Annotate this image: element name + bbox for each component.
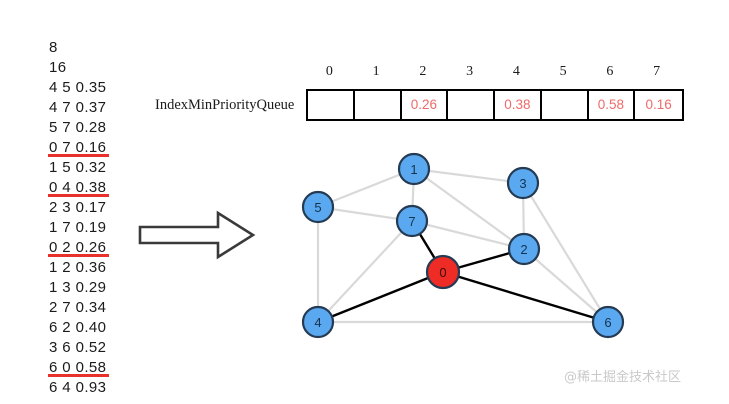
- graph-edge-3-6: [521, 181, 610, 324]
- edge-list-line: 5 7 0.28: [49, 118, 154, 138]
- edge-list-line: 2 3 0.17: [49, 198, 154, 218]
- priority-queue-index-3: 3: [466, 64, 474, 79]
- graph-node-0[interactable]: 0: [425, 254, 461, 290]
- graph-node-circle-0[interactable]: [425, 254, 461, 290]
- graph-node-4[interactable]: 4: [301, 305, 335, 339]
- graph-node-circle-2[interactable]: [507, 232, 541, 266]
- edge-list-line: 6 0 0.58: [48, 358, 154, 378]
- edge-list-line-text: 0 7 0.16: [49, 139, 107, 156]
- edge-list-line: 1 7 0.19: [49, 218, 154, 238]
- edge-list-line: 8: [49, 38, 154, 58]
- edge-list-line-text: 6 2 0.40: [49, 319, 107, 336]
- edge-list-line: 0 2 0.26: [48, 238, 154, 258]
- graph-node-circle-6[interactable]: [591, 305, 625, 339]
- edge-list-line-text: 4 5 0.35: [49, 79, 107, 96]
- edge-highlight-underline: [48, 194, 110, 197]
- edge-list-line-text: 6 4 0.93: [49, 379, 107, 396]
- edge-list-line: 0 7 0.16: [48, 138, 154, 158]
- edge-highlight-underline: [48, 374, 110, 377]
- graph-node-label-4: 4: [314, 315, 321, 330]
- edge-list-line-text: 1 5 0.32: [49, 159, 107, 176]
- graph-node-2[interactable]: 2: [507, 232, 541, 266]
- graph-node-label-2: 2: [520, 242, 527, 257]
- flow-arrow: [138, 209, 256, 266]
- edge-list-line: 2 7 0.34: [49, 298, 154, 318]
- edge-list-line-text: 3 6 0.52: [49, 339, 107, 356]
- priority-queue-index-0: 0: [325, 64, 333, 79]
- graph-edge-4-7: [316, 219, 414, 324]
- edge-list-line-text: 1 7 0.19: [49, 219, 107, 236]
- edge-list-line: 1 3 0.29: [49, 278, 154, 298]
- edge-list-line-text: 2 3 0.17: [49, 199, 107, 216]
- edge-list-line-text: 8: [49, 39, 58, 56]
- graph-node-circle-5[interactable]: [301, 190, 335, 224]
- edge-highlight-underline: [48, 254, 110, 257]
- graph-edge-1-2: [412, 167, 526, 251]
- edge-list-line: 1 2 0.36: [49, 258, 154, 278]
- priority-queue-cell-5[interactable]: [542, 91, 589, 119]
- edge-list-line: 16: [49, 58, 154, 78]
- graph-node-label-1: 1: [410, 162, 417, 177]
- edge-input-list: 8 16 4 5 0.35 4 7 0.37 5 7 0.28 0 7 0.16 1 5 0…: [48, 38, 154, 398]
- priority-queue-label: IndexMinPriorityQueue: [155, 97, 295, 113]
- graph-edge-1-5: [316, 167, 416, 209]
- watermark: @稀土掘金技术社区: [564, 370, 682, 385]
- graph-node-5[interactable]: 5: [301, 190, 335, 224]
- graph-edge-1-3: [412, 167, 525, 185]
- graph-node-label-6: 6: [604, 315, 611, 330]
- edge-list-line-text: 16: [49, 59, 67, 76]
- priority-queue-index-1: 1: [372, 64, 380, 79]
- edge-list-line-text: 4 7 0.37: [49, 99, 107, 116]
- graph-edge-group: [316, 167, 610, 324]
- edge-list-line-text: 2 7 0.34: [49, 299, 107, 316]
- graph-node-circle-4[interactable]: [301, 305, 335, 339]
- edge-list-line: 4 7 0.37: [49, 98, 154, 118]
- priority-queue-cell-0[interactable]: [308, 91, 355, 119]
- priority-queue-index-2: 2: [419, 64, 427, 79]
- priority-queue-index-6: 6: [606, 64, 614, 79]
- priority-queue-cell-6[interactable]: 0.58: [589, 91, 636, 119]
- edge-list-line: 4 5 0.35: [49, 78, 154, 98]
- graph-node-label-3: 3: [519, 176, 526, 191]
- graph-edge-6-0: [441, 270, 610, 324]
- graph-node-3[interactable]: 3: [506, 166, 540, 200]
- graph-node-label-7: 7: [408, 214, 415, 229]
- graph-node-7[interactable]: 7: [395, 204, 429, 238]
- graph-node-1[interactable]: 1: [397, 152, 431, 186]
- edge-list-line: 6 4 0.93: [49, 378, 154, 398]
- graph-edge-0-4: [316, 270, 445, 324]
- priority-queue-cell-4[interactable]: 0.38: [495, 91, 542, 119]
- priority-queue-index-4: 4: [512, 64, 520, 79]
- edge-list-line-text: 0 2 0.26: [49, 239, 107, 256]
- edge-list-line: 6 2 0.40: [49, 318, 154, 338]
- edge-list-line-text: 5 7 0.28: [49, 119, 107, 136]
- edge-list-line: 3 6 0.52: [49, 338, 154, 358]
- priority-queue-index-7: 7: [653, 64, 661, 79]
- priority-queue-index-row: 0 1 2 3 4 5 6 7: [306, 64, 680, 80]
- graph-node-circle-7[interactable]: [395, 204, 429, 238]
- edge-list-line: 0 4 0.38: [48, 178, 154, 198]
- graph-node-label-0: 0: [439, 265, 446, 280]
- edge-list-line-text: 0 4 0.38: [49, 179, 107, 196]
- edge-list-line-text: 1 3 0.29: [49, 279, 107, 296]
- edge-list-line: 1 5 0.32: [49, 158, 154, 178]
- priority-queue-table: 0.26 0.38 0.58 0.16: [306, 89, 684, 121]
- graph-node-circle-1[interactable]: [397, 152, 431, 186]
- edge-highlight-underline: [48, 154, 110, 157]
- graph-node-group: 0 1 2 3 4 5 6 7: [301, 152, 625, 339]
- graph-edge-6-2: [522, 247, 610, 324]
- graph-node-circle-3[interactable]: [506, 166, 540, 200]
- graph-node-label-5: 5: [314, 200, 321, 215]
- priority-queue-index-5: 5: [559, 64, 567, 79]
- graph-node-6[interactable]: 6: [591, 305, 625, 339]
- flow-arrow-icon: [138, 210, 256, 260]
- edge-list-line-text: 1 2 0.36: [49, 259, 107, 276]
- edge-list-line-text: 6 0 0.58: [49, 359, 107, 376]
- priority-queue-cell-7[interactable]: 0.16: [645, 97, 672, 112]
- graph-edge-2-7: [410, 219, 526, 251]
- priority-queue-cell-2[interactable]: 0.26: [402, 91, 449, 119]
- priority-queue-cell-1[interactable]: [355, 91, 402, 119]
- priority-queue-cell-3[interactable]: [448, 91, 495, 119]
